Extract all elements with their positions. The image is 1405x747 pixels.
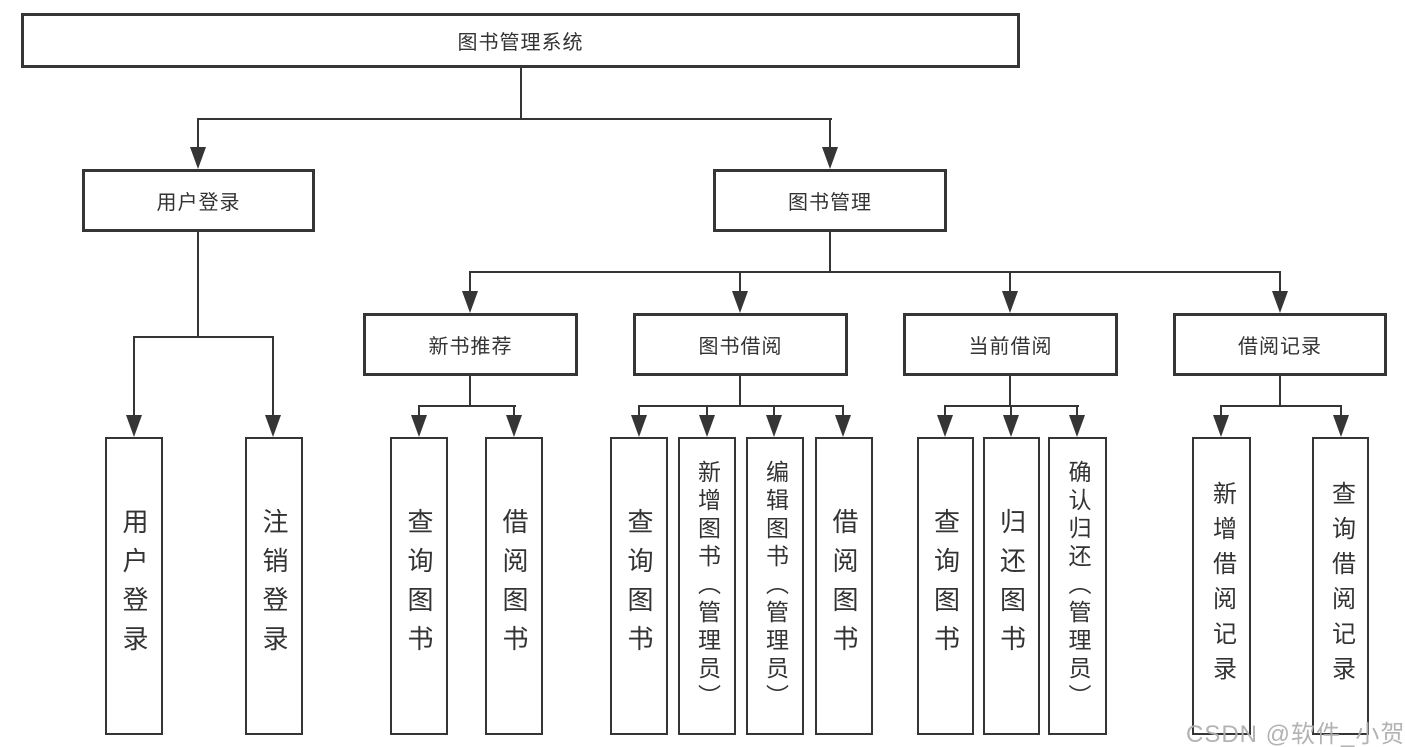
leaf-label: 编辑图书（管理员） <box>762 460 789 712</box>
connector-line <box>197 232 199 338</box>
leaf-query-books-current: 查询图书 <box>917 437 974 735</box>
leaf-add-borrow-record: 新增借阅记录 <box>1192 437 1251 735</box>
connector-line <box>418 405 516 407</box>
connector-line <box>829 232 831 273</box>
connector-line <box>1279 376 1281 407</box>
connector-line <box>1220 405 1222 417</box>
connector-line <box>773 405 775 417</box>
connector-line <box>418 405 420 417</box>
node-book-borrow: 图书借阅 <box>633 313 848 376</box>
connector-line <box>197 118 832 120</box>
arrow-head <box>1069 415 1085 437</box>
arrow-head <box>462 291 478 313</box>
node-user-login: 用户登录 <box>82 169 315 232</box>
leaf-label: 归还图书 <box>996 508 1027 664</box>
leaf-logout: 注销登录 <box>245 437 303 735</box>
leaf-borrow-books-recommend: 借阅图书 <box>485 437 543 735</box>
connector-line <box>638 405 844 407</box>
arrow-head <box>766 415 782 437</box>
connector-line <box>133 336 135 417</box>
connector-line <box>197 118 199 148</box>
arrow-head <box>265 415 281 437</box>
arrow-head <box>190 147 206 169</box>
connector-line <box>469 271 1281 273</box>
connector-line <box>706 405 708 417</box>
connector-line <box>1076 405 1078 417</box>
connector-line <box>638 405 640 417</box>
leaf-query-books-recommend: 查询图书 <box>390 437 448 735</box>
node-current-borrow: 当前借阅 <box>903 313 1118 376</box>
arrow-head <box>822 147 838 169</box>
arrow-head <box>411 415 427 437</box>
node-new-book-recommend: 新书推荐 <box>363 313 578 376</box>
leaf-label: 确认归还（管理员） <box>1065 460 1091 712</box>
leaf-label: 查询图书 <box>930 508 961 664</box>
connector-line <box>1279 271 1281 293</box>
arrow-head <box>699 415 715 437</box>
connector-line <box>944 405 946 417</box>
connector-line <box>272 336 274 417</box>
leaf-borrow-books: 借阅图书 <box>815 437 873 735</box>
arrow-head <box>126 415 142 437</box>
leaf-query-borrow-record: 查询借阅记录 <box>1312 437 1369 735</box>
leaf-label: 查询图书 <box>624 508 654 664</box>
leaf-label: 用户登录 <box>119 508 149 664</box>
connector-line <box>1009 271 1011 293</box>
connector-line <box>1220 405 1342 407</box>
connector-line <box>469 271 471 293</box>
node-borrow-records: 借阅记录 <box>1173 313 1387 376</box>
arrow-head <box>1003 415 1019 437</box>
leaf-label: 注销登录 <box>259 508 289 664</box>
arrow-head <box>631 415 647 437</box>
connector-line <box>1009 376 1011 407</box>
node-book-management: 图书管理 <box>713 169 947 232</box>
arrow-head <box>1272 291 1288 313</box>
connector-line <box>469 376 471 407</box>
leaf-query-books-borrow: 查询图书 <box>610 437 668 735</box>
leaf-label: 新增借阅记录 <box>1208 481 1236 691</box>
connector-line <box>739 376 741 407</box>
leaf-user-login: 用户登录 <box>105 437 163 735</box>
leaf-label: 查询借阅记录 <box>1327 481 1355 691</box>
connector-line <box>739 271 741 293</box>
arrow-head <box>1213 415 1229 437</box>
connector-line <box>842 405 844 417</box>
leaf-edit-book-admin: 编辑图书（管理员） <box>746 437 804 735</box>
connector-line <box>829 118 831 148</box>
arrow-head <box>835 415 851 437</box>
arrow-head <box>1002 291 1018 313</box>
connector-line <box>520 68 522 120</box>
connector-line <box>133 336 274 338</box>
leaf-confirm-return-admin: 确认归还（管理员） <box>1048 437 1107 735</box>
arrow-head <box>1333 415 1349 437</box>
connector-line <box>1010 405 1012 417</box>
leaf-label: 借阅图书 <box>499 508 529 664</box>
arrow-head <box>506 415 522 437</box>
connector-line <box>513 405 515 417</box>
arrow-head <box>937 415 953 437</box>
leaf-label: 新增图书（管理员） <box>694 460 721 712</box>
connector-line <box>1340 405 1342 417</box>
leaf-add-book-admin: 新增图书（管理员） <box>678 437 736 735</box>
arrow-head <box>732 291 748 313</box>
node-library-system: 图书管理系统 <box>21 13 1020 68</box>
leaf-return-book: 归还图书 <box>983 437 1040 735</box>
csdn-watermark: CSDN @软件_小贺同学 <box>1186 721 1405 747</box>
leaf-label: 查询图书 <box>404 508 434 664</box>
leaf-label: 借阅图书 <box>829 508 859 664</box>
